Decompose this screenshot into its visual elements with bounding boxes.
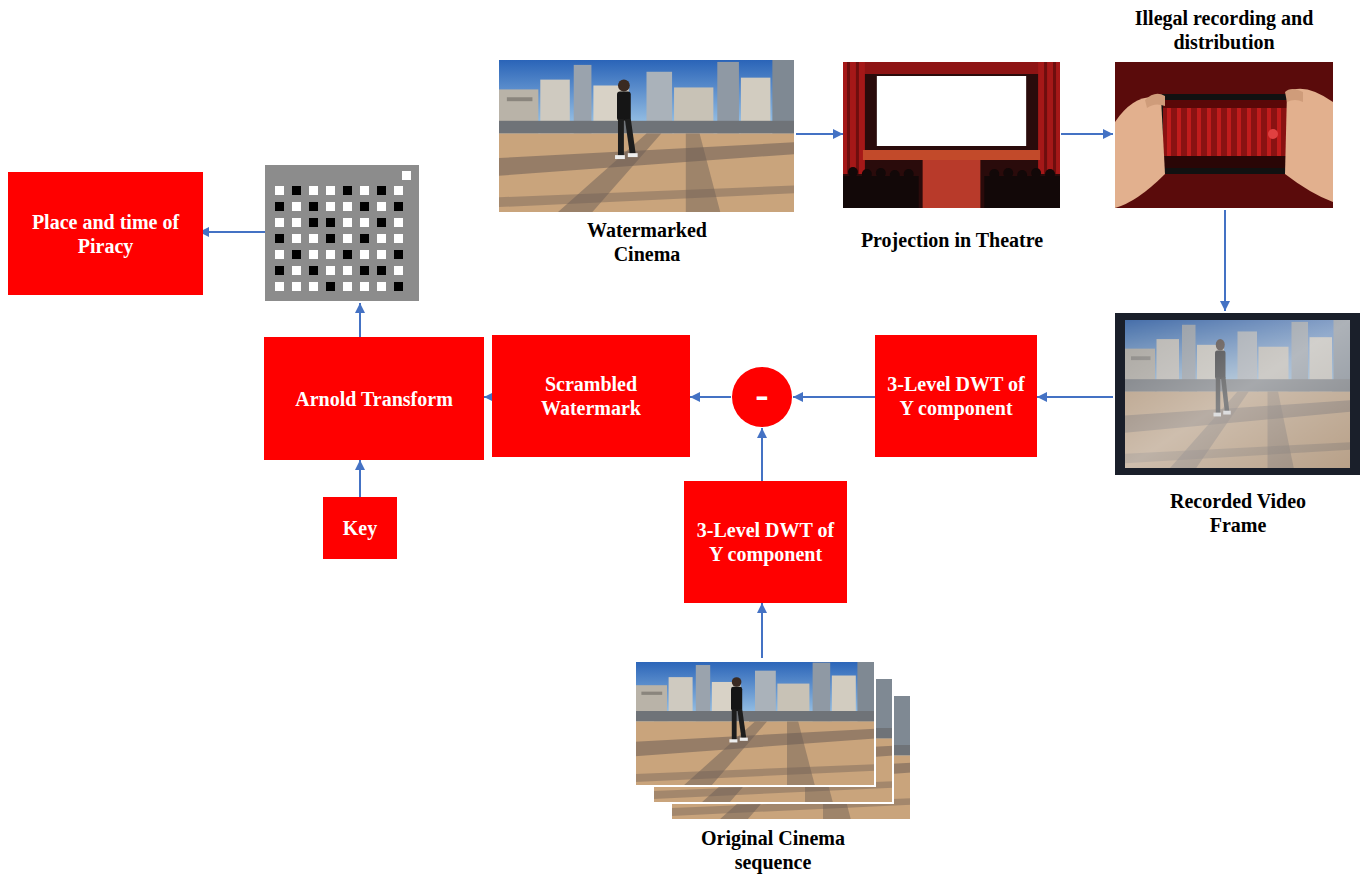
image-caption: Recorded Video Frame (1158, 489, 1318, 537)
box-label: Place and time of Piracy (8, 210, 203, 258)
key-box: Key (323, 497, 397, 559)
image-caption: Original Cinema sequence (688, 826, 858, 874)
operator-symbol: - (755, 375, 768, 415)
image-node: Watermarked Cinema (499, 58, 796, 270)
image-caption: Projection in Theatre (833, 228, 1071, 252)
process-box: 3-Level DWT of Y component (875, 335, 1037, 457)
image-node: Recorded Video Frame (1113, 311, 1362, 537)
flow-arrow (793, 396, 875, 398)
flow-arrow (1224, 210, 1226, 311)
flow-arrow (761, 428, 763, 481)
process-box: Scrambled Watermark (492, 335, 690, 457)
image-node: Projection in Theatre (843, 60, 1061, 254)
process-box: Arnold Transform (264, 337, 484, 460)
flow-arrow (690, 396, 731, 398)
box-label: Scrambled Watermark (492, 372, 690, 420)
flow-arrow (484, 396, 492, 398)
image-node: Original Cinema sequence (633, 658, 914, 878)
box-label: 3-Level DWT of Y component (684, 518, 847, 566)
box-label: Key (335, 516, 385, 540)
process-box: Place and time of Piracy (8, 172, 203, 295)
image-caption: Illegal recording and distribution (1108, 6, 1340, 54)
flow-arrow (761, 603, 763, 658)
process-box: 3-Level DWT of Y component (684, 481, 847, 603)
image-caption: Watermarked Cinema (562, 218, 732, 266)
flow-arrow (359, 460, 361, 497)
flow-arrow (1037, 396, 1113, 398)
box-label: 3-Level DWT of Y component (875, 372, 1037, 420)
image-node: Illegal recording and distribution (1113, 6, 1335, 210)
box-label: Arnold Transform (287, 387, 461, 411)
subtract-circle: - (731, 366, 793, 428)
flow-arrow (1061, 133, 1113, 135)
flow-arrow (796, 133, 843, 135)
